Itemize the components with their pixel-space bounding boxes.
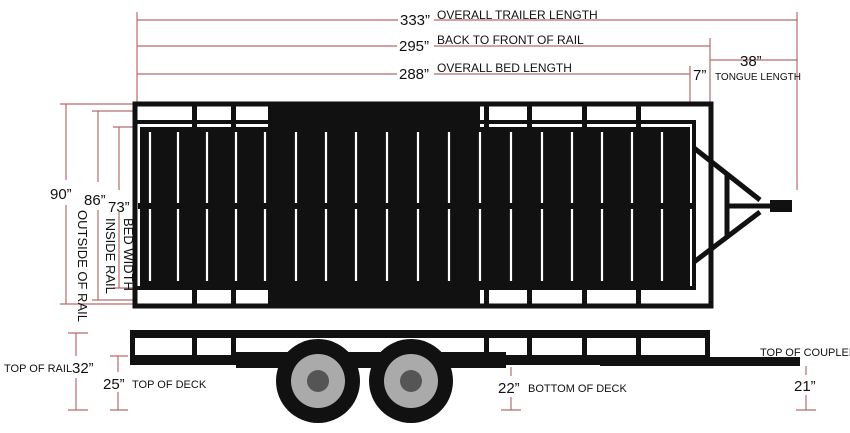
top-of-coupler-label: TOP OF COUPLER [760, 347, 850, 359]
side-posts [130, 330, 710, 365]
length-dimensions [136, 12, 798, 190]
inside-rail-label: INSIDE RAIL [103, 218, 118, 294]
trailer-side-view [130, 330, 800, 423]
top-rail-side [130, 330, 710, 338]
wheel-left [276, 339, 360, 423]
trailer-top-view [132, 101, 792, 309]
top-of-rail-value: 32” [72, 360, 94, 377]
tongue-side [600, 357, 800, 366]
bottom-of-deck-value: 22” [498, 380, 520, 397]
fender-area [236, 352, 506, 368]
tongue-length-label: TONGUE LENGTH [715, 72, 801, 83]
outside-rail-label: OUTSIDE OF RAIL [75, 210, 90, 322]
stake-pockets [192, 104, 641, 306]
inside-rail-value: 86” [84, 192, 106, 209]
top-of-rail-label: TOP OF RAIL [4, 363, 72, 375]
overall-trailer-length-value: 333” [400, 12, 430, 29]
back-to-front-label: BACK TO FRONT OF RAIL [437, 33, 584, 47]
back-to-front-value: 295” [399, 38, 429, 55]
bed-width-value: 73” [108, 199, 130, 216]
bottom-of-deck-label: BOTTOM OF DECK [528, 383, 627, 395]
bed-width-label: BED WIDTH [121, 218, 136, 291]
center-crossmember [138, 203, 694, 209]
coupler-top [770, 200, 792, 212]
top-of-deck-label: TOP OF DECK [132, 379, 207, 391]
rail-offset-value: 7” [693, 67, 706, 84]
tongue-length-value: 38” [740, 53, 762, 70]
overall-bed-length-label: OVERALL BED LENGTH [437, 61, 572, 75]
wheel-right [369, 339, 453, 423]
height-dimensions [68, 332, 816, 411]
overall-trailer-length-label: OVERALL TRAILER LENGTH [437, 8, 598, 22]
top-of-deck-value: 25” [103, 376, 125, 393]
top-of-coupler-value: 21” [794, 378, 816, 395]
outside-rail-value: 90” [50, 186, 72, 203]
width-dimensions [60, 103, 135, 305]
overall-bed-length-value: 288” [399, 66, 429, 83]
